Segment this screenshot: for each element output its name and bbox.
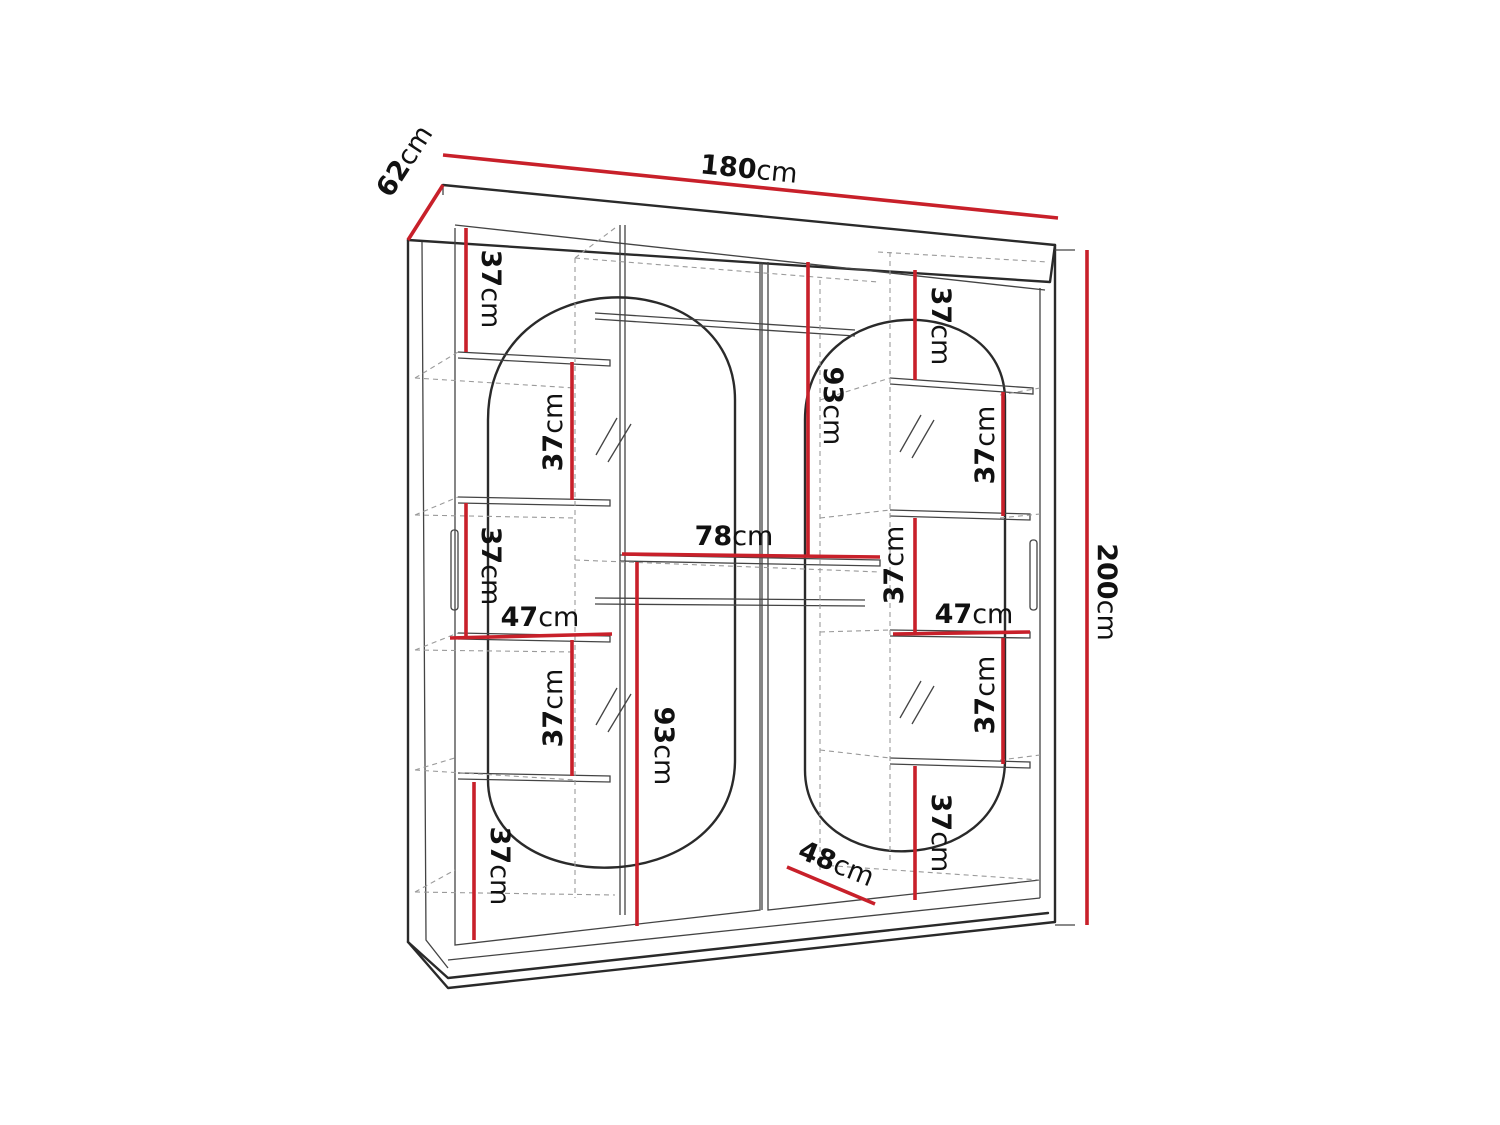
depth-dimension-line (406, 184, 445, 241)
mirrors (486, 296, 1007, 869)
left-shelf-1-label: 37cm (538, 393, 569, 472)
height-label: 200cm (1091, 543, 1122, 641)
sliding-doors (450, 225, 1041, 946)
center-width-label: 78cm (695, 521, 774, 552)
left-shelf-width-label: 47cm (501, 602, 580, 633)
inner-depth-label: 48cm (794, 835, 879, 893)
left-top-label: 37cm (475, 250, 506, 329)
left-bottom-label: 37cm (484, 827, 515, 906)
dimension-labels: 180cm 62cm 200cm 37cm 37cm 37cm 47cm 37c… (370, 120, 1122, 905)
center-lower-label: 93cm (648, 707, 679, 786)
left-mirror (486, 296, 737, 869)
right-door-handle (1029, 539, 1038, 611)
right-shelf-width-dimension-line (892, 630, 1031, 636)
right-door (767, 262, 1041, 911)
left-shelf-2-label: 37cm (538, 669, 569, 748)
wardrobe-body (406, 183, 1075, 990)
center-upper-label: 93cm (817, 367, 848, 446)
right-top-label: 37cm (925, 287, 956, 366)
right-mid-label: 37cm (879, 526, 910, 605)
right-mirror (803, 318, 1007, 853)
center-width-dimension-line (621, 552, 881, 559)
left-mid-label: 37cm (475, 527, 506, 606)
shelves (457, 312, 1034, 783)
left-shelf-width-dimension-line (449, 632, 613, 640)
left-door-handle (450, 529, 459, 611)
width-dimension-line (442, 153, 1059, 220)
front-frame (406, 238, 1057, 990)
right-shelf-2-label: 37cm (970, 656, 1001, 735)
depth-label: 62cm (370, 120, 439, 203)
right-shelf-width-label: 47cm (935, 599, 1014, 630)
width-label: 180cm (699, 149, 799, 190)
left-door (454, 228, 761, 946)
right-shelf-1-label: 37cm (970, 406, 1001, 485)
hidden-edges (414, 227, 1049, 898)
inner-depth-dimension-line (786, 865, 876, 906)
dimension-lines (406, 153, 1089, 940)
right-bottom-label: 37cm (925, 794, 956, 873)
mirror-glints (595, 414, 935, 733)
